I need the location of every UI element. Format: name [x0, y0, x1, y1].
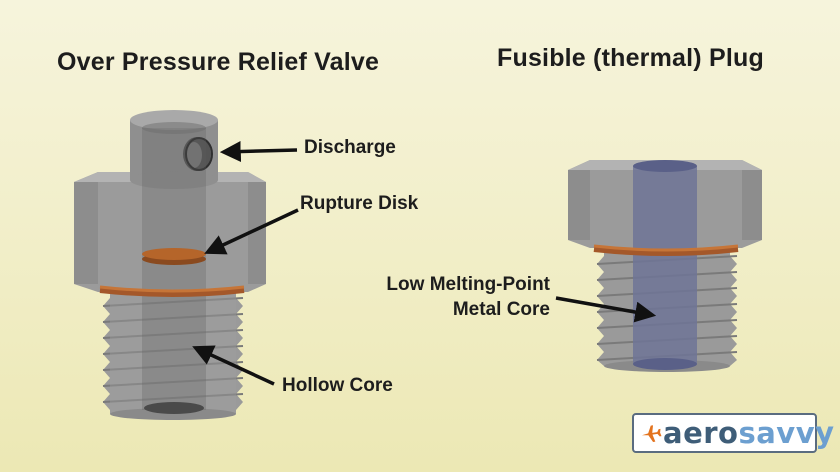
airplane-icon — [641, 425, 662, 442]
arrow-metal-core — [555, 296, 657, 323]
valve-gasket — [99, 285, 245, 297]
fusible-plug-title: Fusible (thermal) Plug — [497, 44, 764, 72]
core-bottom-opening — [144, 402, 204, 414]
relief-valve-title: Over Pressure Relief Valve — [57, 48, 380, 76]
relief-valve — [74, 110, 266, 420]
arrow-rupture-disk — [204, 208, 299, 255]
metal-core-label-line1: Low Melting-Point — [386, 274, 550, 295]
logo-wordmark: aerosavvy — [663, 416, 835, 450]
rupture-disk — [142, 248, 206, 265]
discharge-label: Discharge — [304, 137, 396, 158]
hollow-core-label: Hollow Core — [282, 375, 393, 396]
fusible-plug — [568, 160, 762, 372]
aerosavvy-logo: aerosavvy — [632, 413, 834, 453]
callout-arrows — [192, 141, 657, 386]
rupture-disk-label: Rupture Disk — [300, 193, 419, 214]
arrow-discharge — [219, 141, 298, 163]
hollow-core — [142, 128, 206, 410]
logo-text-savvy: savvy — [738, 416, 835, 450]
logo-text-aero: aero — [663, 416, 739, 450]
discharge-port — [183, 137, 213, 171]
plug-gasket — [593, 244, 739, 256]
metal-core-label-line2: Metal Core — [452, 299, 550, 320]
metal-core-label: Low Melting-Point Metal Core — [372, 272, 550, 322]
arrow-hollow-core — [192, 345, 275, 386]
metal-core — [633, 160, 697, 370]
